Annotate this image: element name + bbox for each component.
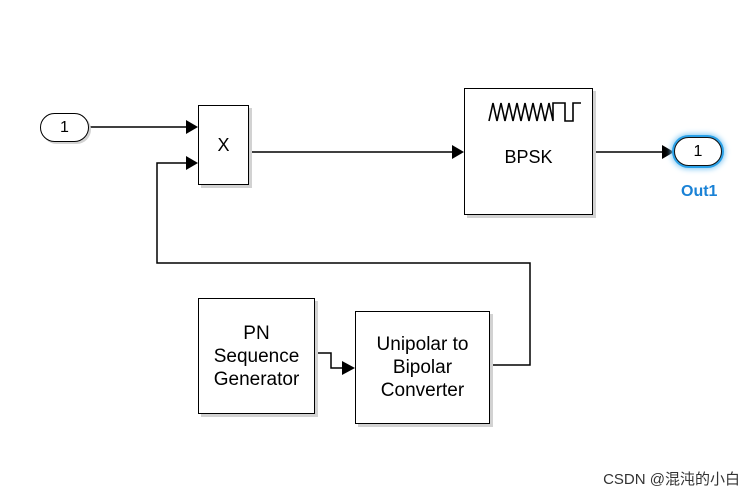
pn-sequence-generator-block[interactable]: PN Sequence Generator xyxy=(198,298,315,414)
converter-label-line1: Unipolar to xyxy=(376,334,469,355)
inport-block[interactable]: 1 xyxy=(40,113,89,142)
converter-label: Unipolar to Bipolar Converter xyxy=(377,333,469,402)
pn-label-line2: Generator xyxy=(213,368,300,390)
unipolar-to-bipolar-converter-block[interactable]: Unipolar to Bipolar Converter xyxy=(355,311,490,424)
inport-number: 1 xyxy=(60,118,69,136)
wire-converter-to-product xyxy=(156,162,531,366)
converter-label-line3: Converter xyxy=(380,380,465,401)
bpsk-waveform-icon xyxy=(488,102,581,122)
wire-pn-to-converter xyxy=(315,352,342,369)
arrowhead-product-in1 xyxy=(186,120,198,134)
arrowhead-bpsk-in xyxy=(452,145,464,159)
arrowhead-outport-in xyxy=(662,145,674,159)
product-block[interactable]: X xyxy=(198,105,249,185)
arrowhead-product-in2 xyxy=(186,156,198,170)
product-symbol: X xyxy=(217,134,230,155)
pn-label-line1: PN Sequence xyxy=(213,322,300,367)
watermark: CSDN @混沌的小白 xyxy=(603,471,740,488)
arrowhead-converter-in xyxy=(342,361,355,375)
outport-block[interactable]: 1 xyxy=(674,137,722,166)
pn-label: PN Sequence Generator xyxy=(199,322,314,391)
outport-name: Out1 xyxy=(681,183,718,200)
outport-number: 1 xyxy=(693,142,703,160)
converter-label-line2: Bipolar xyxy=(392,357,453,378)
bpsk-label: BPSK xyxy=(504,147,553,167)
bpsk-block[interactable]: BPSK xyxy=(464,88,593,215)
